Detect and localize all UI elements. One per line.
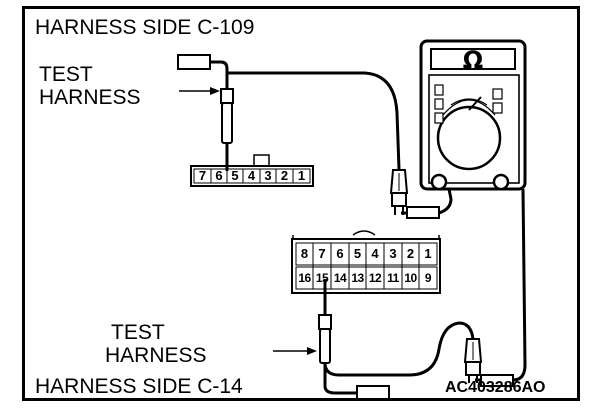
c14-pin: 16 — [298, 271, 311, 285]
c14-pin: 5 — [353, 246, 362, 261]
lead-top-wire — [227, 71, 401, 170]
multimeter — [419, 39, 527, 191]
lead-to-left-jack — [438, 188, 453, 215]
test-harness-label-bottom-line1: TEST — [111, 321, 165, 344]
c14-pin: 8 — [300, 246, 309, 261]
test-harness-label-top: TEST HARNESS — [39, 63, 141, 109]
c109-pin: 4 — [247, 168, 256, 183]
connector-c14 — [291, 230, 441, 294]
c14-pin: 3 — [389, 246, 397, 261]
test-harness-label-bottom: TEST HARNESS — [105, 321, 207, 367]
c109-pin: 7 — [198, 168, 207, 183]
top-harness-title: HARNESS SIDE C-109 — [35, 16, 255, 39]
c14-pin: 7 — [318, 246, 326, 261]
c14-pin: 12 — [368, 271, 382, 285]
connector-c109 — [190, 154, 314, 187]
test-harness-label-bottom-line2: HARNESS — [105, 344, 207, 367]
c14-pin: 15 — [315, 271, 329, 285]
c14-pin: 9 — [424, 271, 432, 285]
meter-lead-probe-top — [389, 169, 440, 219]
c14-pin: 14 — [333, 271, 347, 285]
test-harness-label-top-line1: TEST — [39, 63, 93, 86]
c14-pin: 11 — [387, 271, 399, 285]
c109-pin: 1 — [297, 168, 306, 183]
c14-pin: 13 — [351, 271, 364, 285]
c109-pin: 2 — [280, 168, 289, 183]
meter-lead-probe-bottom — [463, 338, 514, 387]
ohm-symbol: Ω — [462, 46, 484, 74]
c14-pin: 6 — [336, 246, 344, 261]
bottom-harness-title: HARNESS SIDE C-14 — [35, 375, 243, 398]
diagram-frame: HARNESS SIDE C-109 TEST HARNESS TEST HAR… — [22, 6, 580, 401]
c14-pin: 4 — [371, 246, 379, 261]
c109-pin: 5 — [231, 168, 239, 183]
figure-code: AC403286AO — [445, 379, 546, 396]
test-harness-label-top-line2: HARNESS — [39, 86, 141, 109]
c109-pin: 6 — [215, 168, 223, 183]
test-harness-bottom — [273, 279, 475, 398]
c14-pin: 2 — [406, 246, 415, 261]
c109-pin: 3 — [264, 168, 272, 183]
lead-to-right-jack — [512, 188, 527, 382]
c14-pin: 10 — [404, 271, 417, 285]
test-harness-top — [177, 54, 234, 171]
wiring-diagram — [177, 39, 527, 398]
c14-pin: 1 — [424, 246, 432, 261]
